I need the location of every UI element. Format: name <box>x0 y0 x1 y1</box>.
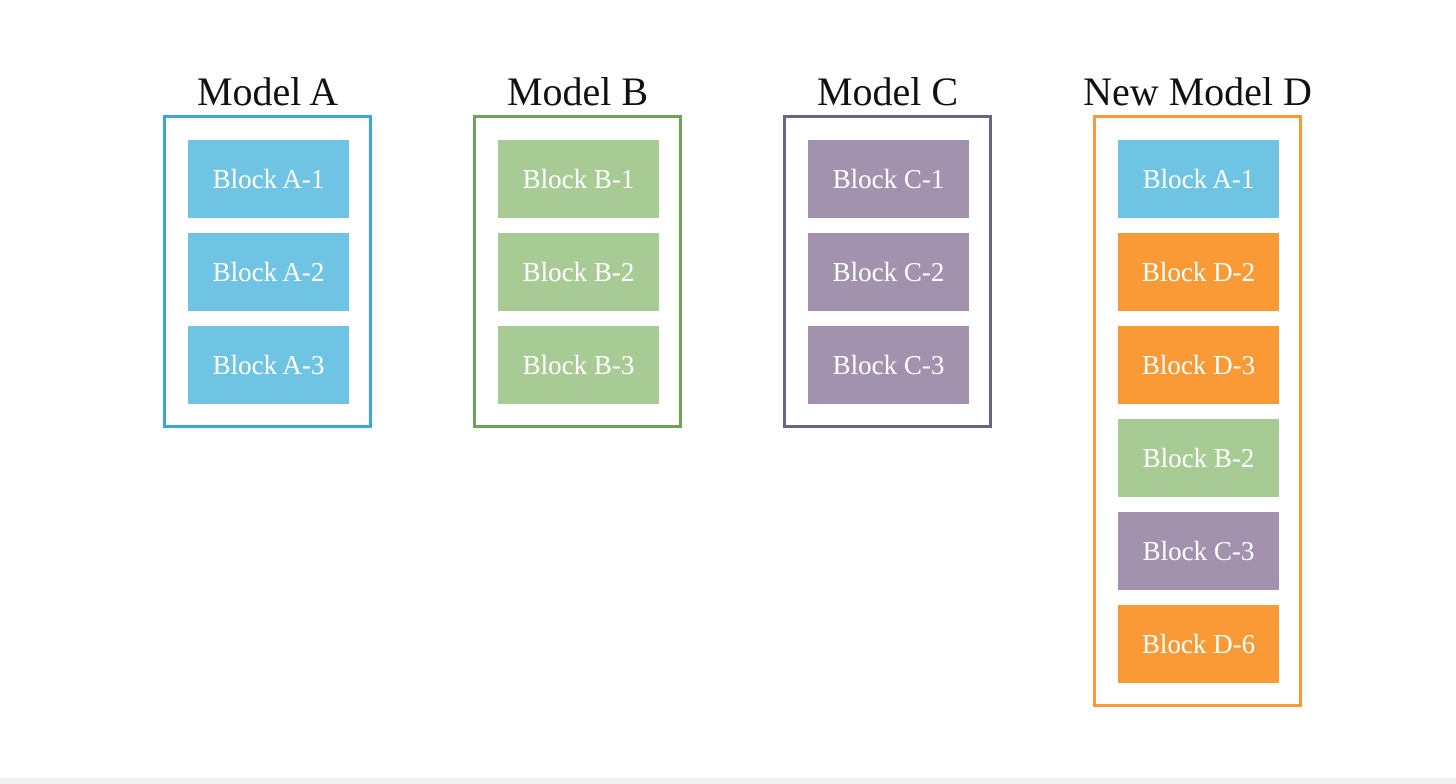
model-c-block-3: Block C-3 <box>808 326 969 404</box>
bottom-divider <box>0 778 1456 784</box>
model-d-box: Block A-1 Block D-2 Block D-3 Block B-2 … <box>1093 115 1302 707</box>
model-d-block-2: Block D-2 <box>1118 233 1279 311</box>
model-d-block-5: Block C-3 <box>1118 512 1279 590</box>
model-d-block-4: Block B-2 <box>1118 419 1279 497</box>
model-c-box: Block C-1 Block C-2 Block C-3 <box>783 115 992 428</box>
model-b-block-2: Block B-2 <box>498 233 659 311</box>
model-a-title: Model A <box>196 69 339 114</box>
model-a-block-3: Block A-3 <box>188 326 349 404</box>
model-d-block-3: Block D-3 <box>1118 326 1279 404</box>
model-c-block-1: Block C-1 <box>808 140 969 218</box>
model-a-block-2: Block A-2 <box>188 233 349 311</box>
model-b-title: Model B <box>506 69 649 114</box>
model-d-title: New Model D <box>1083 69 1312 114</box>
model-c-title: Model C <box>816 69 959 114</box>
model-b-block-3: Block B-3 <box>498 326 659 404</box>
model-c-block-2: Block C-2 <box>808 233 969 311</box>
model-b-box: Block B-1 Block B-2 Block B-3 <box>473 115 682 428</box>
model-d-block-6: Block D-6 <box>1118 605 1279 683</box>
model-d-block-1: Block A-1 <box>1118 140 1279 218</box>
model-b-block-1: Block B-1 <box>498 140 659 218</box>
model-a-box: Block A-1 Block A-2 Block A-3 <box>163 115 372 428</box>
model-a-block-1: Block A-1 <box>188 140 349 218</box>
